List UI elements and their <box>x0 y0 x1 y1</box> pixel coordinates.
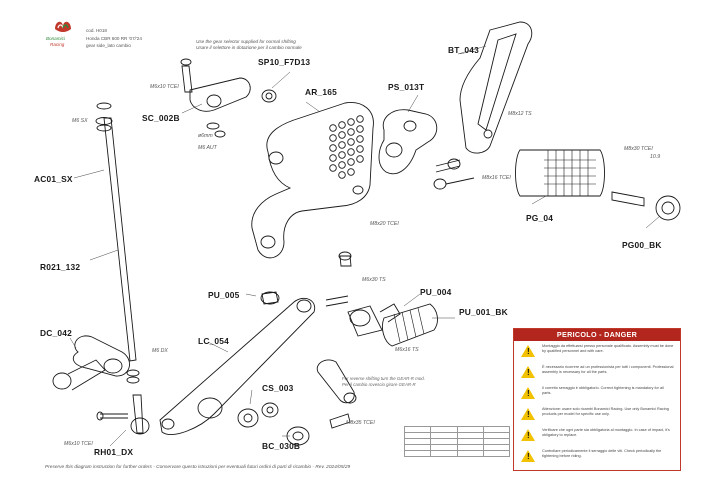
note-m8x16-tcei: M8x16 TCEI <box>482 175 511 181</box>
label-sc-002b: SC_002B <box>142 113 180 123</box>
danger-row: ! Controllare periodicamente il serraggi… <box>518 448 676 468</box>
label-dc-042: DC_042 <box>40 328 72 338</box>
label-ps-013t: PS_013T <box>388 82 425 92</box>
ribbed-peg-pu001 <box>381 303 438 347</box>
label-pu-004: PU_004 <box>420 287 452 297</box>
label-bt-043: BT_043 <box>448 45 479 55</box>
label-r021-132: R021_132 <box>40 262 81 272</box>
label-pu-005: PU_005 <box>208 290 240 300</box>
note-m8x30-tcei: M8x30 TCEI <box>624 146 653 152</box>
note-m8x20-tcei: M8x20 TCEI <box>370 221 399 227</box>
label-bc-030b: BC_030B <box>262 441 301 451</box>
danger-row-text: Controllare periodicamente il serraggio … <box>542 449 662 458</box>
note-m8x35-tcei: M8x35 TCEI <box>346 420 375 426</box>
reverse-shift-note-en: For reverse shifting turn the GEAR-R mod… <box>342 376 425 381</box>
danger-row-text: Verificare che ogni parte sia obbligator… <box>542 428 670 437</box>
rod-end-rh01 <box>132 394 144 434</box>
danger-row: ! Il corretto serraggio è obbligatorio. … <box>518 385 676 405</box>
label-ac01-sx: AC01_SX <box>34 174 73 184</box>
brand-name: Bonamici <box>46 36 65 41</box>
note-grade-10-9: 10.9 <box>650 154 661 160</box>
note-m6x30-ts: M6x30 TS <box>362 277 386 283</box>
note-m6x10-tcei-top: M6x10 TCEI <box>150 84 179 90</box>
danger-warning-box: PERICOLO - DANGER ! Montaggio da effettu… <box>513 328 681 471</box>
label-sp10-f7d13: SP10_F7D13 <box>258 57 311 67</box>
selector-note-en: Use the gear selector supplied for norma… <box>196 39 296 44</box>
label-rh01-dx: RH01_DX <box>94 447 134 457</box>
side-label: gear side_lato cambio <box>86 43 131 48</box>
plate-hole-grid <box>329 115 364 179</box>
warning-icon: ! <box>521 366 535 378</box>
danger-row: ! Verificare che ogni parte sia obbligat… <box>518 427 676 447</box>
note-m6-dx: M6 DX <box>152 348 168 354</box>
brand-logo <box>55 21 71 32</box>
label-pg00-bk: PG00_BK <box>622 240 662 250</box>
label-pg-04: PG_04 <box>526 213 554 223</box>
label-ar-165: AR_165 <box>305 87 337 97</box>
note-m6-aut: M6 AUT <box>198 145 217 151</box>
note-m6x16-ts: M6x16 TS <box>395 347 419 353</box>
revision-table <box>403 426 511 464</box>
danger-row-text: Il corretto serraggio è obbligatorio. Co… <box>542 386 664 395</box>
footpeg-pg04 <box>515 149 605 197</box>
label-lc-054: LC_054 <box>198 336 229 346</box>
danger-row: ! Montaggio da effettuarsi presso person… <box>518 343 676 363</box>
selector-note-it: Usare il selettore in dotazione per il c… <box>196 45 302 50</box>
danger-row-text: Montaggio da effettuarsi presso personal… <box>542 344 674 353</box>
danger-row: ! È necessario ricorrere ad un professio… <box>518 364 676 384</box>
model-name: Honda CBR 600 RR '07/'24 <box>86 36 142 41</box>
plate-ps013t <box>378 109 438 175</box>
warning-icon: ! <box>521 345 535 357</box>
product-code: cod. H018 <box>86 28 107 33</box>
reverse-shift-note-it: Per il cambio rovescio girare GEAR-R <box>342 382 416 387</box>
label-cs-003: CS_003 <box>262 383 294 393</box>
note-m8x12-ts: M8x12 TS <box>508 111 532 117</box>
link-dc042 <box>72 335 130 377</box>
note-o6mm: ø6mm <box>198 133 213 139</box>
danger-row-text: È necessario ricorrere ad un professioni… <box>542 365 674 374</box>
footer-note: Preserve this diagram instruction for fu… <box>45 465 351 470</box>
danger-row: ! Attenzione: usare solo ricambi Bonamic… <box>518 406 676 426</box>
label-pu-001-bk: PU_001_BK <box>459 307 508 317</box>
danger-row-text: Attenzione: usare solo ricambi Bonamici … <box>542 407 669 416</box>
note-m6x10-tcei-bottom: M6x10 TCEI <box>64 441 93 447</box>
note-m6-sx: M6 SX <box>72 118 88 124</box>
warning-icon: ! <box>521 408 535 420</box>
end-cap-pg00 <box>655 195 681 221</box>
lever-lc054 <box>159 298 316 435</box>
danger-title: PERICOLO - DANGER <box>514 329 680 341</box>
plate-ar165 <box>251 102 374 259</box>
warning-icon: ! <box>521 450 535 462</box>
rod-ac01 <box>103 117 137 362</box>
warning-icon: ! <box>521 429 535 441</box>
warning-icon: ! <box>521 387 535 399</box>
selector-sc002b <box>189 77 251 112</box>
brand-racing: Racing <box>50 42 65 47</box>
heel-guard-bt043 <box>459 21 533 154</box>
